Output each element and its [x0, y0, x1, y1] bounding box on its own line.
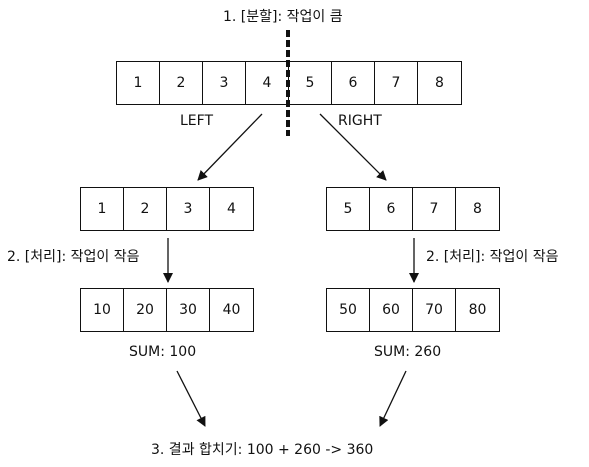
top-cell-1: 1 — [117, 62, 160, 104]
left-cell-3: 3 — [167, 188, 210, 230]
left-result-cell-3: 30 — [167, 289, 210, 331]
left-result-cell-4: 40 — [222, 302, 241, 318]
left-array: 1 2 3 4 — [80, 187, 254, 231]
right-cell-1: 5 — [327, 188, 370, 230]
combine-left-arrow — [176, 370, 206, 427]
split-title: 1. [분할]: 작업이 큼 — [223, 9, 343, 25]
split-left-arrow — [197, 113, 263, 181]
left-result-cell-2: 20 — [124, 289, 167, 331]
right-cell-4: 8 — [473, 201, 482, 217]
left-sum: SUM: 100 — [129, 344, 197, 360]
top-cell-7: 7 — [375, 62, 418, 104]
right-sum: SUM: 260 — [374, 344, 442, 360]
top-cell-5: 5 — [289, 62, 332, 104]
right-result-cell-1: 50 — [327, 289, 370, 331]
right-result-cell-3: 70 — [413, 289, 456, 331]
top-cell-2: 2 — [160, 62, 203, 104]
right-cell-2: 6 — [370, 188, 413, 230]
left-label: LEFT — [180, 113, 214, 129]
left-cell-1: 1 — [81, 188, 124, 230]
split-right-arrow — [319, 113, 387, 181]
process-left-title: 2. [처리]: 작업이 작음 — [7, 249, 140, 265]
right-result-cell-2: 60 — [370, 289, 413, 331]
top-cell-3: 3 — [203, 62, 246, 104]
right-label: RIGHT — [338, 113, 382, 129]
top-cell-6: 6 — [332, 62, 375, 104]
left-result-cell-1: 10 — [81, 289, 124, 331]
right-cell-3: 7 — [413, 188, 456, 230]
combine-title: 3. 결과 합치기: 100 + 260 -> 360 — [151, 442, 374, 458]
process-right-title: 2. [처리]: 작업이 작음 — [426, 249, 559, 265]
left-cell-4: 4 — [227, 201, 236, 217]
top-cell-8: 8 — [435, 75, 444, 91]
combine-right-arrow — [379, 370, 407, 427]
right-result-cell-4: 80 — [468, 302, 487, 318]
left-cell-2: 2 — [124, 188, 167, 230]
right-array: 5 6 7 8 — [326, 187, 500, 231]
left-result-array: 10 20 30 40 — [80, 288, 254, 332]
right-result-array: 50 60 70 80 — [326, 288, 500, 332]
